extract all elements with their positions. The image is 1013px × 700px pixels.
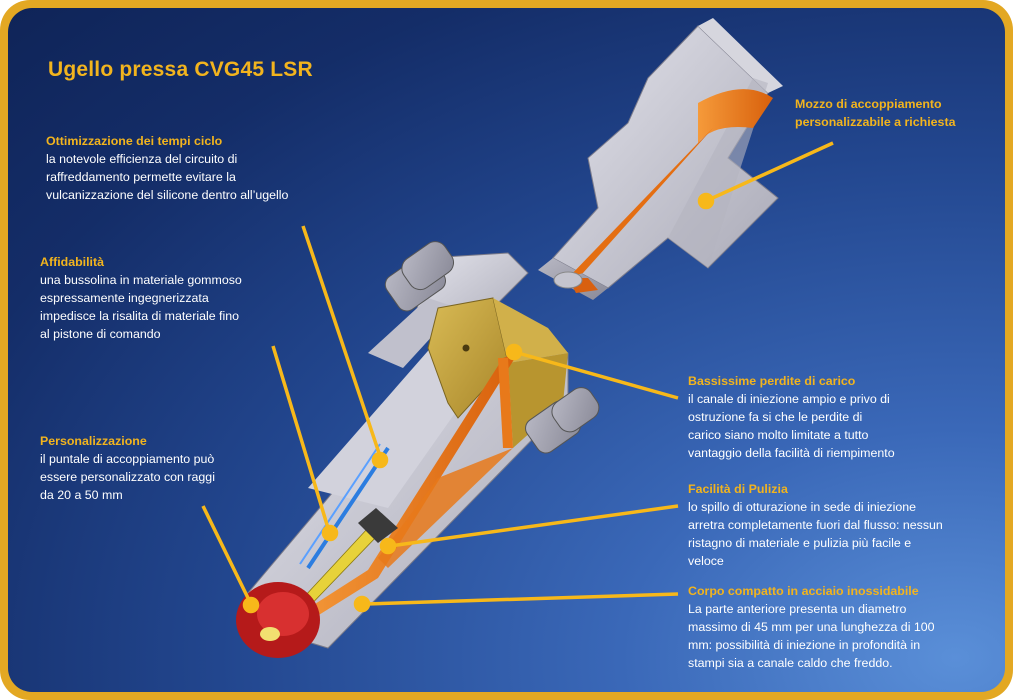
blue-panel: Ugello pressa CVG45 LSR Ottimizzazione d… [8, 8, 1005, 692]
leader-dot-mozzo [697, 192, 715, 210]
callout-text: una bussolina in materiale gommoso espre… [40, 273, 242, 341]
callout-heading: Facilità di Pulizia [688, 482, 788, 496]
leader-mozzo [705, 141, 834, 203]
callout-text: il puntale di accoppiamento può essere p… [40, 452, 215, 502]
callout-heading: Affidabilità [40, 255, 105, 269]
leader-facilita [389, 504, 679, 548]
callout-facilita: Facilità di Pulizia lo spillo di otturaz… [688, 480, 993, 570]
callout-personalizzazione: Personalizzazione il puntale di accoppia… [40, 432, 280, 504]
callout-text: lo spillo di otturazione in sede di inie… [688, 500, 943, 568]
callout-ottimizzazione: Ottimizzazione dei tempi ciclo la notevo… [46, 132, 346, 204]
leader-affidabilita [271, 345, 330, 529]
callout-text: il canale di iniezione ampio e privo di … [688, 392, 895, 460]
callout-text: la notevole efficienza del circuito di r… [46, 152, 289, 202]
leader-dot-affidabilita [321, 524, 339, 542]
nozzle-illustration [201, 18, 834, 658]
nozzle-tip [236, 582, 320, 658]
leader-bassissime [517, 351, 679, 400]
leader-lines [201, 141, 834, 614]
nozzle-body [236, 241, 600, 658]
leader-dot-corpo [353, 595, 371, 613]
callout-bassissime: Bassissime perdite di carico il canale d… [688, 372, 988, 462]
page-title: Ugello pressa CVG45 LSR [48, 58, 313, 81]
leader-ottimizzazione [301, 225, 382, 457]
callout-heading: Corpo compatto in acciaio inossidabile [688, 584, 919, 598]
leader-personalizzazione [201, 505, 250, 599]
callout-affidabilita: Affidabilità una bussolina in materiale … [40, 253, 300, 343]
leader-dot-personalizzazione [242, 596, 260, 614]
leader-dot-ottimizzazione [371, 451, 389, 469]
coupling-hub [538, 18, 783, 300]
callout-text: La parte anteriore presenta un diametro … [688, 602, 935, 670]
callout-heading: Mozzo di accoppiamento personalizzabile … [795, 97, 956, 129]
callout-heading: Personalizzazione [40, 434, 147, 448]
leader-dot-bassissime [505, 343, 523, 361]
callout-mozzo: Mozzo di accoppiamento personalizzabile … [795, 95, 995, 131]
callout-corpo: Corpo compatto in acciaio inossidabile L… [688, 582, 993, 672]
callout-heading: Bassissime perdite di carico [688, 374, 856, 388]
callout-heading: Ottimizzazione dei tempi ciclo [46, 134, 223, 148]
leader-dot-facilita [379, 537, 397, 555]
leader-corpo [365, 592, 679, 606]
